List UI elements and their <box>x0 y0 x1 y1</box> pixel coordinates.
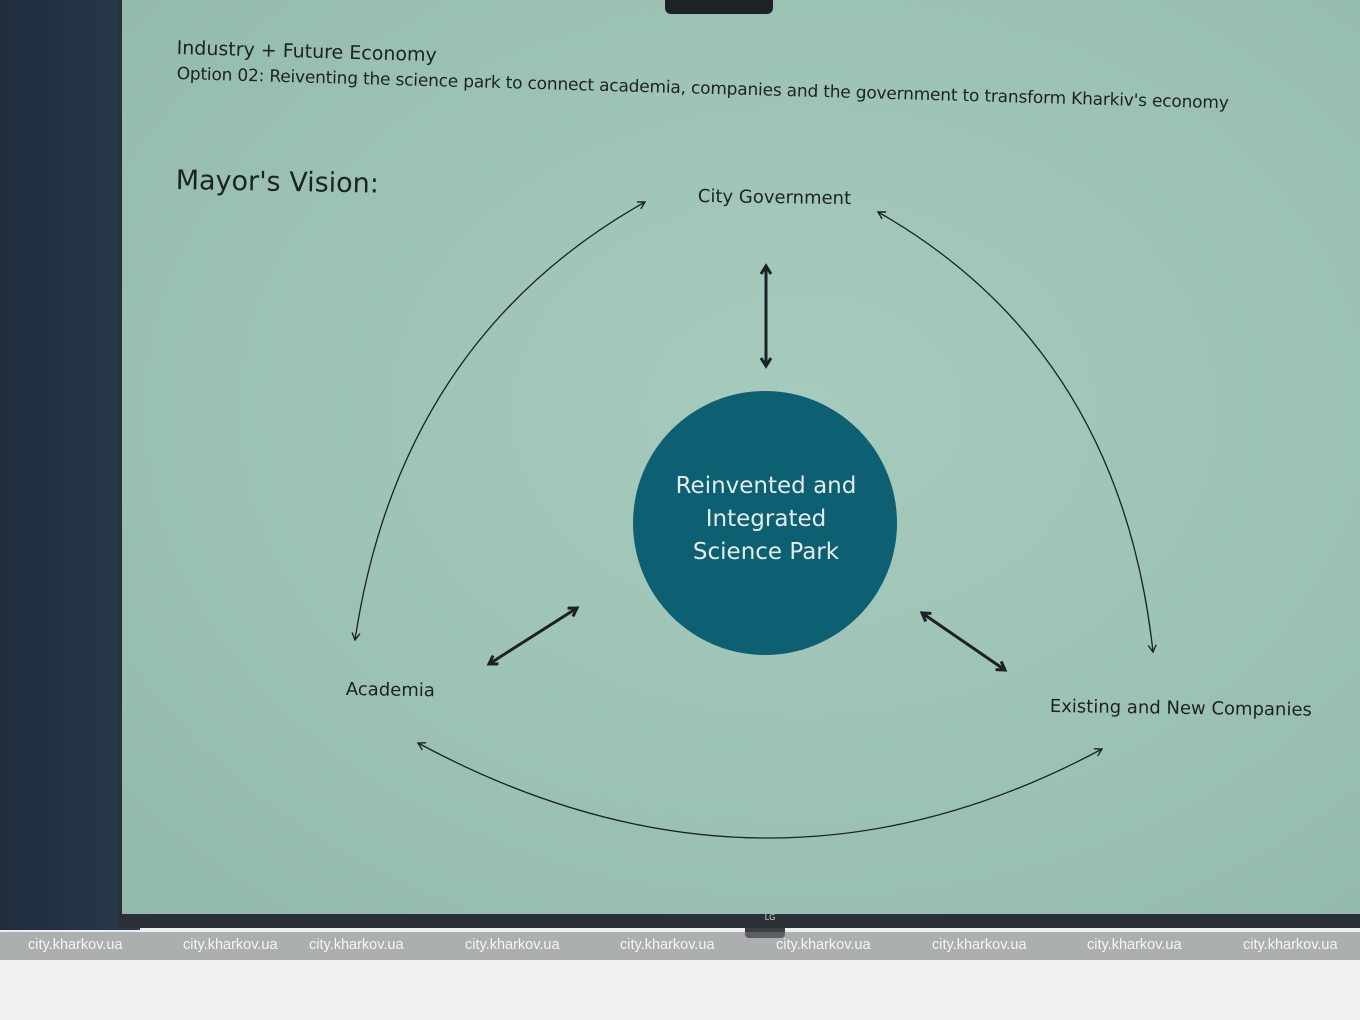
arc-academia-companies <box>416 742 1104 839</box>
watermark-text: city.kharkov.ua <box>465 937 560 953</box>
science-park-circle <box>633 391 897 655</box>
wall-background <box>0 0 140 930</box>
tv-camera <box>665 0 773 14</box>
node-city-government: City Government <box>697 186 852 210</box>
arrow-academia-park <box>489 608 577 664</box>
floor-background <box>0 960 1360 1020</box>
watermark-text: city.kharkov.ua <box>776 937 871 953</box>
science-park-label-line: Integrated <box>705 506 827 532</box>
watermark-text: city.kharkov.ua <box>183 937 278 953</box>
vision-title: Mayor's Vision: <box>175 165 380 200</box>
science-park-label: Reinvented and Integrated Science Park <box>634 470 898 569</box>
node-academia: Academia <box>345 679 435 702</box>
arrow-companies-park <box>922 613 1005 670</box>
arc-government-companies <box>876 211 1157 654</box>
science-park-label-line: Reinvented and <box>675 473 857 499</box>
watermark-text: city.kharkov.ua <box>620 937 715 953</box>
watermark-text: city.kharkov.ua <box>28 937 123 953</box>
tv-brand-logo: LG <box>764 913 776 922</box>
watermark-text: city.kharkov.ua <box>1087 937 1182 953</box>
watermark-text: city.kharkov.ua <box>1243 937 1338 953</box>
node-companies: Existing and New Companies <box>1049 696 1313 721</box>
science-park-label-line: Science Park <box>692 539 840 565</box>
watermark-text: city.kharkov.ua <box>309 937 404 953</box>
arc-academia-government <box>351 201 647 642</box>
watermark-text: city.kharkov.ua <box>932 937 1027 953</box>
watermark-strip <box>0 932 1360 960</box>
